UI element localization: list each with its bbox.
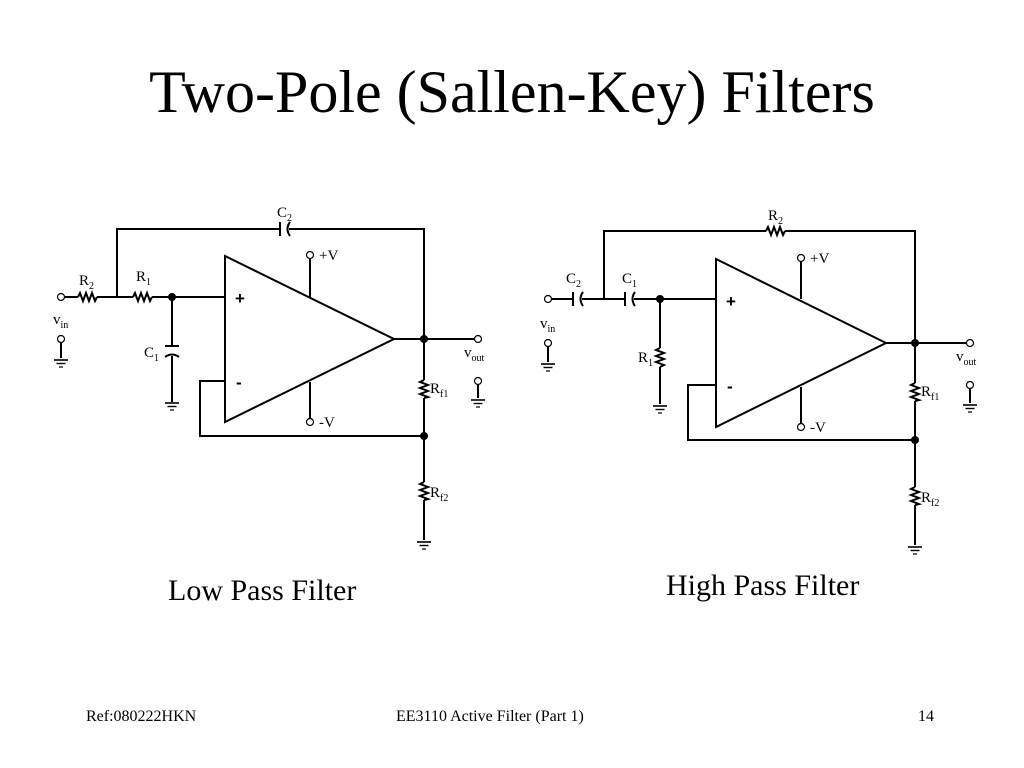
lp-vin-ground-symbol <box>53 359 69 368</box>
low-pass-caption: Low Pass Filter <box>168 574 357 607</box>
hp-vout-ground-terminal <box>965 380 975 390</box>
lp-r2-resistor <box>77 290 98 304</box>
lp-rf2-resistor <box>417 481 432 501</box>
lp-r1-resistor <box>132 290 153 304</box>
hp-r1-ground-symbol <box>652 405 668 414</box>
lp-rf1-resistor <box>417 379 432 399</box>
hp-vout-label: vout <box>956 349 977 368</box>
lp-c1-ground-symbol <box>164 402 180 411</box>
lp-vout-terminal <box>473 334 483 344</box>
hp-rf2-ground-symbol <box>907 546 923 555</box>
hp-c2-label: C2 <box>566 271 581 290</box>
hp-rf1-resistor <box>908 382 923 402</box>
lp-junction-dot <box>420 335 428 343</box>
lp-r2-label: R2 <box>79 273 94 292</box>
slide-title: Two-Pole (Sallen-Key) Filters <box>149 59 875 125</box>
lp-r1-label: R1 <box>136 269 151 288</box>
hp-op-amp <box>715 257 889 429</box>
hp-rf2-label: Rf2 <box>921 490 939 509</box>
hp-noninverting-input-sign: + <box>726 292 736 311</box>
lp-plus-v-label: +V <box>319 248 338 264</box>
hp-c1-capacitor <box>624 291 636 307</box>
hp-plus-v-terminal <box>796 253 806 263</box>
lp-vout-label: vout <box>464 345 485 364</box>
high-pass-caption: High Pass Filter <box>666 569 860 602</box>
hp-vin-label: vin <box>540 316 555 335</box>
hp-vin-ground-terminal <box>543 338 553 348</box>
hp-r1-label: R1 <box>638 350 653 369</box>
hp-minus-v-label: -V <box>810 420 826 436</box>
hp-junction-dot <box>656 295 664 303</box>
hp-junction-dot <box>911 339 919 347</box>
hp-minus-v-terminal <box>796 422 806 432</box>
lp-negative-feedback-wire <box>199 380 424 437</box>
hp-r1-resistor <box>653 347 667 368</box>
lp-vin-ground-terminal <box>56 334 66 344</box>
hp-r2-label: R2 <box>768 208 783 227</box>
footer-page-number: 14 <box>918 708 934 725</box>
hp-c1-label: C1 <box>622 271 637 290</box>
footer-reference: Ref:080222HKN <box>86 708 197 725</box>
hp-rf2-resistor <box>908 486 923 506</box>
lp-inverting-input-sign: - <box>236 373 242 392</box>
lp-junction-dot <box>168 293 176 301</box>
high-pass-circuit: C2 C1 R1 R2 vin vout Rf1 Rf2 +V -V + - <box>540 208 978 555</box>
lp-rf2-label: Rf2 <box>430 485 448 504</box>
lp-vin-terminal <box>56 292 66 302</box>
hp-vout-terminal <box>965 338 975 348</box>
lp-vout-ground-terminal <box>473 376 483 386</box>
lp-vout-ground-symbol <box>470 399 486 408</box>
lp-rf2-ground-symbol <box>416 541 432 550</box>
low-pass-circuit: R2 R1 C2 C1 vin vout Rf1 Rf2 +V -V + - <box>53 205 486 550</box>
hp-c2-capacitor <box>572 291 584 307</box>
lp-c1-label: C1 <box>144 345 159 364</box>
hp-plus-v-label: +V <box>810 251 829 267</box>
hp-vin-ground-symbol <box>540 363 556 372</box>
hp-r2-resistor <box>765 224 786 238</box>
lp-c1-capacitor <box>164 345 180 358</box>
footer-course-title: EE3110 Active Filter (Part 1) <box>396 708 584 725</box>
lp-minus-v-label: -V <box>319 415 335 431</box>
hp-inverting-input-sign: - <box>727 377 733 396</box>
lp-op-amp <box>224 254 397 424</box>
lp-feedback-c2-wire <box>116 228 425 339</box>
hp-negative-feedback-wire <box>687 384 915 441</box>
hp-vout-ground-symbol <box>962 404 978 413</box>
hp-feedback-r2-wire <box>603 230 916 343</box>
lp-noninverting-input-sign: + <box>235 289 245 308</box>
hp-junction-dot <box>911 436 919 444</box>
hp-rf1-label: Rf1 <box>921 384 939 403</box>
lp-minus-v-terminal <box>305 417 315 427</box>
lp-plus-v-terminal <box>305 250 315 260</box>
hp-vin-terminal <box>543 294 553 304</box>
lp-rf1-label: Rf1 <box>430 381 448 400</box>
lp-vin-label: vin <box>53 312 68 331</box>
lp-c2-capacitor <box>279 221 291 237</box>
lp-junction-dot <box>420 432 428 440</box>
lp-c2-label: C2 <box>277 205 292 224</box>
